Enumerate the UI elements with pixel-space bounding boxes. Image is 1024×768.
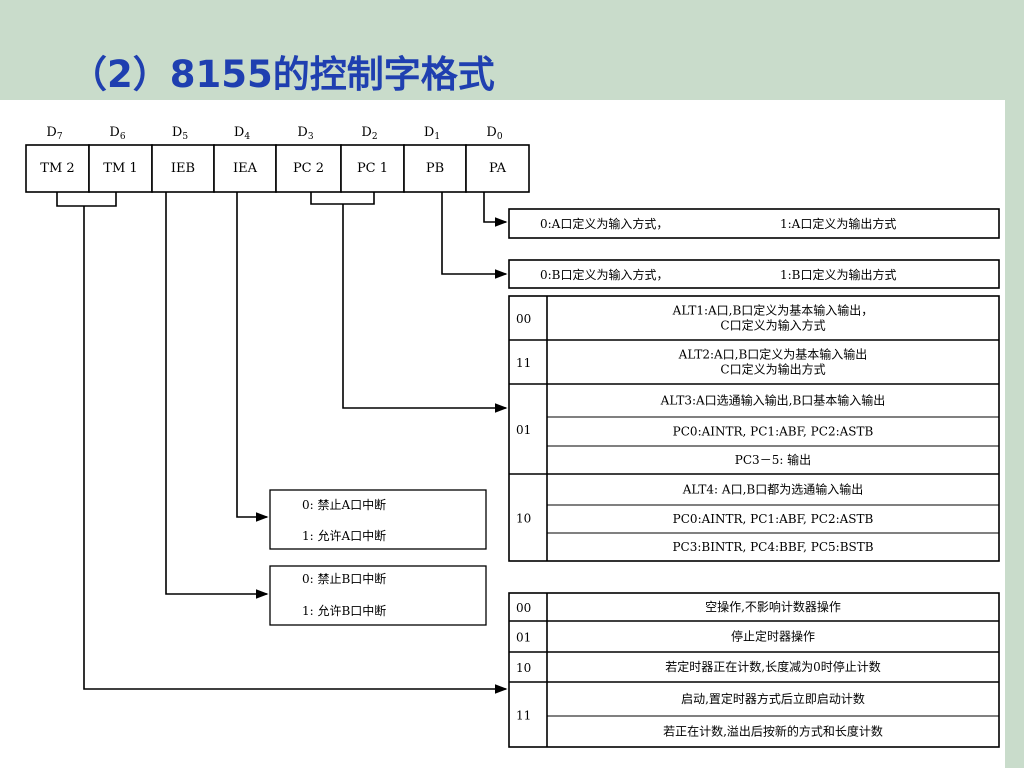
table-cell-text: ALT1:A口,B口定义为基本输入输出， bbox=[672, 303, 874, 318]
table-cell-text: PC3－5: 输出 bbox=[735, 452, 811, 467]
table-cell-text: ALT4: A口,B口都为选通输入输出 bbox=[682, 482, 863, 497]
pc-mode-table: ALT1:A口,B口定义为基本输入输出，C口定义为输入方式 00ALT2:A口,B… bbox=[508, 295, 1000, 562]
bit-label: D3 bbox=[297, 125, 313, 142]
table-code: 00 bbox=[516, 601, 531, 615]
register-field-label: IEB bbox=[171, 161, 195, 176]
table-code: 01 bbox=[516, 631, 531, 645]
pa-output-text: 1:A口定义为输出方式 bbox=[780, 216, 896, 231]
pb-output-text: 1:B口定义为输出方式 bbox=[780, 267, 897, 282]
register-field-label: PB bbox=[426, 161, 444, 176]
table-code: 10 bbox=[516, 512, 531, 526]
table-cell-text: 若定时器正在计数,长度减为0时停止计数 bbox=[665, 659, 880, 674]
table-cell-text: ALT2:A口,B口定义为基本输入输出 bbox=[678, 347, 868, 362]
bit-label: D0 bbox=[486, 125, 502, 142]
timer-mode-table: 空操作,不影响计数器操作 00 停止定时器操作 01 若定时器正在计数,长度减为0时停止… bbox=[508, 592, 1000, 748]
register-cell bbox=[340, 144, 405, 193]
bit-label: D4 bbox=[234, 125, 250, 142]
table-code: 00 bbox=[516, 312, 531, 326]
register-field-label: TM 2 bbox=[40, 161, 74, 176]
control-register: TM 2 TM 1 IEB IEA PC 2 PC 1 PB PA bbox=[25, 144, 530, 193]
table-cell-text: 启动,置定时器方式后立即启动计数 bbox=[681, 691, 865, 706]
table-cell-text: PC3:BINTR, PC4:BBF, PC5:BSTB bbox=[672, 540, 873, 554]
iea-description-box: 0: 禁止A口中断 1: 允许A口中断 bbox=[269, 489, 487, 550]
bit-labels: D7 D6 D5 D4 D3 D2 D1 D0 bbox=[46, 125, 502, 142]
register-cell bbox=[88, 144, 153, 193]
register-field-label: PC 1 bbox=[357, 161, 388, 176]
pa-description-box: 0:A口定义为输入方式， 1:A口定义为输出方式 bbox=[508, 208, 1000, 239]
table-cell-text: ALT3:A口选通输入输出,B口基本输入输出 bbox=[660, 393, 886, 408]
pa-input-text: 0:A口定义为输入方式， bbox=[540, 216, 668, 231]
iea-enable-text: 1: 允许A口中断 bbox=[302, 528, 386, 543]
bit-label: D7 bbox=[46, 125, 62, 142]
register-cell bbox=[465, 144, 530, 193]
table-code: 11 bbox=[516, 709, 531, 723]
table-cell-text: C口定义为输入方式 bbox=[720, 318, 825, 333]
bit-label: D2 bbox=[361, 125, 377, 142]
table-code: 01 bbox=[516, 423, 531, 437]
slide-header-band bbox=[0, 0, 1024, 100]
register-field-label: PA bbox=[489, 161, 507, 176]
table-cell-text: 空操作,不影响计数器操作 bbox=[705, 599, 841, 614]
table-cell-text: PC0:AINTR, PC1:ABF, PC2:ASTB bbox=[673, 512, 874, 526]
table-cell-text: 若正在计数,溢出后按新的方式和长度计数 bbox=[663, 724, 883, 739]
table-code: 11 bbox=[516, 356, 531, 370]
iea-connector bbox=[236, 192, 269, 522]
connector-lines bbox=[56, 192, 508, 694]
register-field-label: IEA bbox=[233, 161, 258, 176]
register-field-label: TM 1 bbox=[103, 161, 137, 176]
ieb-disable-text: 0: 禁止B口中断 bbox=[302, 571, 386, 586]
slide-right-band bbox=[1005, 100, 1024, 768]
register-cell bbox=[403, 144, 467, 193]
slide-title: （2）8155的控制字格式 bbox=[70, 53, 495, 96]
bit-label: D6 bbox=[109, 125, 125, 142]
table-code: 10 bbox=[516, 661, 531, 675]
tm-connector bbox=[83, 206, 508, 694]
pa-connector bbox=[483, 192, 508, 227]
bit-label: D5 bbox=[172, 125, 188, 142]
register-cell bbox=[275, 144, 342, 193]
table-cell-text: 停止定时器操作 bbox=[731, 629, 815, 644]
pc-connector bbox=[342, 204, 508, 413]
pb-connector bbox=[441, 192, 508, 279]
iea-disable-text: 0: 禁止A口中断 bbox=[302, 497, 386, 512]
register-field-label: PC 2 bbox=[293, 161, 324, 176]
ieb-enable-text: 1: 允许B口中断 bbox=[302, 603, 386, 618]
ieb-description-box: 0: 禁止B口中断 1: 允许B口中断 bbox=[269, 565, 487, 626]
register-cell bbox=[151, 144, 215, 193]
tm-bracket bbox=[56, 192, 117, 207]
pc-bracket bbox=[310, 192, 375, 205]
register-cell bbox=[213, 144, 277, 193]
pb-description-box: 0:B口定义为输入方式， 1:B口定义为输出方式 bbox=[508, 259, 1000, 289]
table-cell-text: PC0:AINTR, PC1:ABF, PC2:ASTB bbox=[673, 425, 874, 439]
ieb-connector bbox=[165, 192, 269, 599]
pb-input-text: 0:B口定义为输入方式， bbox=[540, 267, 669, 282]
table-cell-text: C口定义为输出方式 bbox=[720, 362, 825, 377]
bit-label: D1 bbox=[424, 125, 440, 142]
